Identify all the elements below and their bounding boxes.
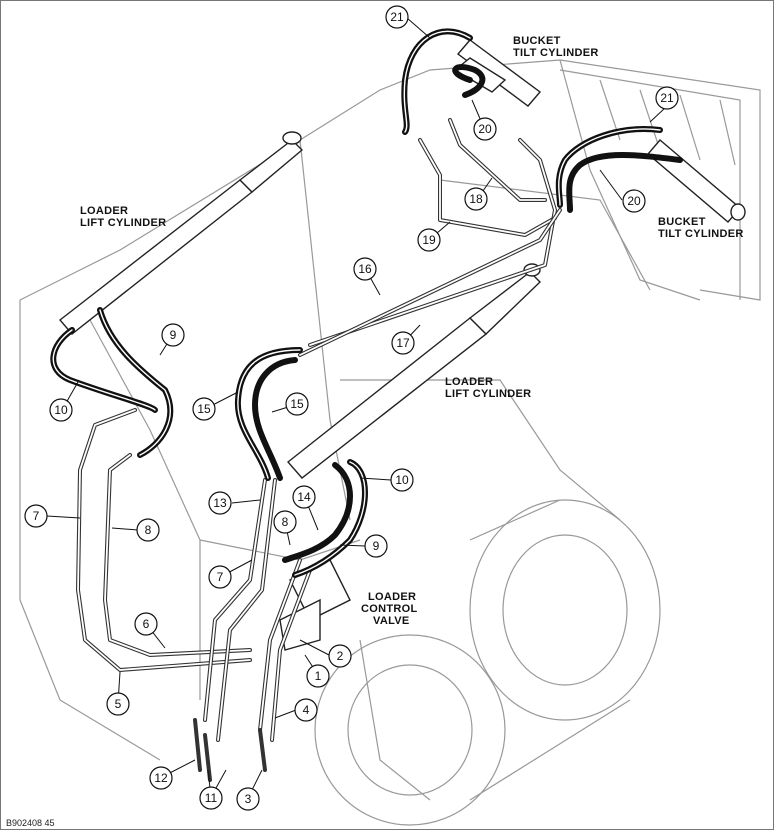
svg-text:14: 14 — [297, 490, 311, 504]
callout-13: 13 — [208, 491, 232, 515]
svg-text:8: 8 — [282, 515, 289, 529]
callout-10-left: 10 — [49, 398, 73, 422]
svg-text:12: 12 — [154, 771, 168, 785]
loader-lift-label-right-1: LOADER — [445, 376, 493, 388]
svg-text:10: 10 — [395, 473, 409, 487]
callout-15-right: 15 — [285, 392, 309, 416]
callout-7-left: 7 — [24, 504, 48, 528]
loader-lift-label-right-2: LIFT CYLINDER — [445, 388, 531, 400]
svg-text:21: 21 — [390, 10, 404, 24]
bucket-tilt-label-top-2: TILT CYLINDER — [513, 47, 599, 59]
svg-text:18: 18 — [469, 192, 483, 206]
callout-10-right: 10 — [390, 468, 414, 492]
loader-body-outline — [19, 59, 761, 826]
callout-21-right: 21 — [655, 86, 679, 110]
callout-3: 3 — [236, 787, 260, 811]
callout-17: 17 — [391, 331, 415, 355]
callout-19: 19 — [417, 228, 441, 252]
svg-text:10: 10 — [54, 403, 68, 417]
loader-lift-label-left-1: LOADER — [80, 205, 128, 217]
component-labels: BUCKET TILT CYLINDER BUCKET TILT CYLINDE… — [6, 35, 744, 828]
svg-text:9: 9 — [373, 539, 380, 553]
svg-text:20: 20 — [478, 122, 492, 136]
svg-text:1: 1 — [315, 669, 322, 683]
callout-2: 2 — [328, 644, 352, 668]
callout-1: 1 — [306, 664, 330, 688]
bucket-tilt-label-right-1: BUCKET — [658, 216, 706, 228]
callout-18: 18 — [464, 187, 488, 211]
callout-21-top: 21 — [385, 5, 409, 29]
svg-text:8: 8 — [145, 523, 152, 537]
callout-20-top: 20 — [473, 117, 497, 141]
callout-11: 11 — [199, 786, 223, 810]
callout-20-right: 20 — [622, 189, 646, 213]
control-valve-label-1: LOADER — [368, 591, 416, 603]
callout-9-right: 9 — [364, 534, 388, 558]
svg-text:4: 4 — [303, 703, 310, 717]
svg-text:5: 5 — [115, 697, 122, 711]
right-lift-cylinder — [286, 263, 541, 479]
svg-text:7: 7 — [217, 570, 224, 584]
svg-text:2: 2 — [337, 649, 344, 663]
callout-7-right: 7 — [208, 565, 232, 589]
callout-16: 16 — [353, 257, 377, 281]
right-tilt-cylinder — [647, 139, 746, 223]
svg-text:3: 3 — [245, 792, 252, 806]
svg-text:16: 16 — [358, 262, 372, 276]
hoses — [50, 28, 683, 578]
svg-text:20: 20 — [627, 194, 641, 208]
callout-15-left: 15 — [192, 397, 216, 421]
svg-text:13: 13 — [213, 496, 227, 510]
control-valve-label-3: VALVE — [373, 615, 410, 627]
steel-tubes — [76, 118, 562, 782]
callouts: 21 21 20 20 18 19 16 17 9 10 15 15 10 14… — [24, 5, 679, 811]
callout-4: 4 — [294, 698, 318, 722]
svg-text:6: 6 — [143, 617, 150, 631]
control-valve-label-2: CONTROL — [361, 603, 417, 615]
callout-8-left: 8 — [136, 518, 160, 542]
loader-lift-label-left-2: LIFT CYLINDER — [80, 217, 166, 229]
control-valve-body — [279, 559, 351, 651]
svg-text:7: 7 — [33, 509, 40, 523]
callout-8-right: 8 — [273, 510, 297, 534]
callout-12: 12 — [149, 766, 173, 790]
svg-text:17: 17 — [396, 336, 410, 350]
callout-5: 5 — [106, 692, 130, 716]
svg-text:9: 9 — [170, 328, 177, 342]
bucket-tilt-label-top-1: BUCKET — [513, 35, 561, 47]
left-lift-cylinder — [58, 131, 304, 335]
svg-text:15: 15 — [197, 402, 211, 416]
callout-6: 6 — [134, 612, 158, 636]
figure-code: B902408 45 — [6, 818, 55, 828]
callout-9-left: 9 — [161, 323, 185, 347]
svg-text:19: 19 — [422, 233, 436, 247]
svg-text:21: 21 — [660, 91, 674, 105]
svg-text:15: 15 — [290, 397, 304, 411]
svg-text:11: 11 — [205, 791, 218, 805]
callout-14: 14 — [292, 485, 316, 509]
bucket-tilt-label-right-2: TILT CYLINDER — [658, 228, 744, 240]
